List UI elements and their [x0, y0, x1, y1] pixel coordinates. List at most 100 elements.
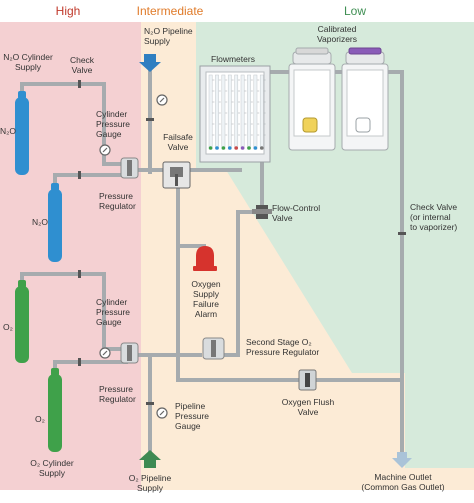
o2-cylinder-1-line — [20, 272, 128, 351]
intermediate-zone-label: Intermediate — [137, 4, 204, 18]
check-valves — [78, 80, 406, 405]
flow-control-valve-label-line: Valve — [272, 213, 293, 223]
machine-outlet-label-line: Machine Outlet — [374, 472, 432, 482]
flowmeter-tube — [227, 74, 232, 150]
pipeline-pressure-gauge-label-line: Pressure — [175, 411, 209, 421]
n2o-cylinder-1 — [15, 91, 29, 175]
flowmeter-bobbin — [234, 146, 238, 150]
oxygen-alarm-icon — [193, 246, 217, 271]
flowmeter-tube — [208, 74, 213, 150]
flowmeter-bobbin — [208, 146, 213, 150]
flowmeter-tube — [221, 74, 226, 150]
gas-pipes — [20, 68, 404, 457]
n2o-pipeline-arrow — [139, 54, 161, 72]
n2o-pressure-regulator-label-line: Pressure — [99, 191, 133, 201]
n2o-cylinder-pressure-gauge-label-line: Gauge — [96, 129, 122, 139]
n2o-cylinder-supply-label-line: Supply — [15, 62, 42, 72]
second-stage-o2-regulator-label-line: Pressure Regulator — [246, 347, 319, 357]
high-zone-label: High — [56, 4, 81, 18]
o2-pressure-regulator — [120, 342, 139, 364]
flowmeter-tube — [247, 74, 251, 150]
check-valve-right-label-line: Check Valve — [410, 202, 457, 212]
flowmeter-bobbin — [228, 146, 232, 150]
o2-cylinder-supply-label-line: O₂ Cylinder — [30, 458, 74, 468]
pipeline-pressure-gauge-label-line: Pipeline — [175, 401, 206, 411]
n2o-cylinder-1-line — [20, 82, 128, 166]
o2-pressure-regulator-label-line: Pressure — [99, 384, 133, 394]
oxygen-flush-valve-label-line: Valve — [298, 407, 319, 417]
oxygen-supply-failure-alarm-label-line: Alarm — [195, 309, 217, 319]
n2o-cylinder-pressure-gauge-label-line: Pressure — [96, 119, 130, 129]
machine-outlet-label-line: (Common Gas Outlet) — [361, 482, 444, 492]
check-valve-icon — [78, 358, 81, 366]
gauges — [99, 94, 168, 419]
flowmeter-bobbin — [215, 146, 219, 150]
o2-cylinder-1 — [15, 280, 29, 363]
n2o-cylinder-2-tag: N₂O — [32, 217, 48, 227]
flowmeters-label-line: Flowmeters — [211, 54, 255, 64]
check-valve-icon — [78, 80, 81, 88]
o2-cylinder-2-tag-line: O₂ — [35, 414, 45, 424]
n2o-cylinder-supply-label-line: N₂O Cylinder — [3, 52, 53, 62]
flowmeter-tube — [253, 74, 258, 150]
flow-control-valve-icon — [252, 205, 272, 219]
flowmeter-tube — [215, 74, 219, 150]
low-zone-label: Low — [344, 4, 366, 18]
o2-cylinder-supply-label-line: Supply — [39, 468, 66, 478]
calibrated-vaporizers-label-line: Vaporizers — [317, 34, 357, 44]
o2-pressure-regulator-label-line: Regulator — [99, 394, 136, 404]
vaporizer-1 — [288, 47, 336, 151]
flowmeter-bobbin — [240, 146, 245, 150]
flowmeter-tube — [259, 74, 264, 150]
check-valve-icon — [146, 118, 154, 121]
pipeline-pressure-gauge-label-line: Gauge — [175, 421, 201, 431]
oxygen-flush-valve-icon — [298, 369, 317, 391]
second-stage-regulator — [202, 337, 225, 360]
oxygen-supply-failure-alarm-label-line: Supply — [193, 289, 220, 299]
flowmeter-bank — [199, 65, 271, 163]
flow-control-valve-label-line: Flow-Control — [272, 203, 320, 213]
machine-outlet-label: Machine Outlet(Common Gas Outlet) — [361, 472, 444, 492]
n2o-cylinder-2-tag-line: N₂O — [32, 217, 48, 227]
o2-cylinder-2-tag: O₂ — [35, 414, 45, 424]
flowmeter-tube — [234, 74, 239, 150]
machine-outlet-arrow — [392, 452, 412, 468]
fresh-gas-line — [205, 70, 404, 457]
o2-cylinder-1-tag-line: O₂ — [3, 322, 13, 332]
check-valve-label-line: Check — [70, 55, 95, 65]
n2o-cylinder-pressure-gauge-label-line: Cylinder — [96, 109, 127, 119]
check-valve-label-line: Valve — [72, 65, 93, 75]
check-valve-right-label-line: (or internal — [410, 212, 451, 222]
n2o-pipeline-supply-label-line: N₂O Pipeline — [144, 26, 193, 36]
flowmeter-bobbin — [260, 146, 264, 150]
o2-cylinder-pressure-gauge-label-line: Pressure — [96, 307, 130, 317]
failsafe-valve-label-line: Failsafe — [163, 132, 193, 142]
second-stage-o2-regulator-label-line: Second Stage O₂ — [246, 337, 312, 347]
o2-cylinder-pressure-gauge-label-line: Gauge — [96, 317, 122, 327]
o2-cylinder-1-tag: O₂ — [3, 322, 13, 332]
n2o-cylinder-1-tag-line: N₂O — [0, 126, 16, 136]
oxygen-supply-failure-alarm-label-line: Oxygen — [191, 279, 221, 289]
check-valve-icon — [78, 171, 81, 179]
oxygen-flush-valve-label-line: Oxygen Flush — [282, 397, 335, 407]
o2-pipeline-supply-label-line: Supply — [137, 483, 164, 493]
calibrated-vaporizers-label-line: Calibrated — [318, 24, 357, 34]
n2o-cylinder-1-tag: N₂O — [0, 126, 16, 136]
n2o-pressure-regulator-label-line: Regulator — [99, 201, 136, 211]
